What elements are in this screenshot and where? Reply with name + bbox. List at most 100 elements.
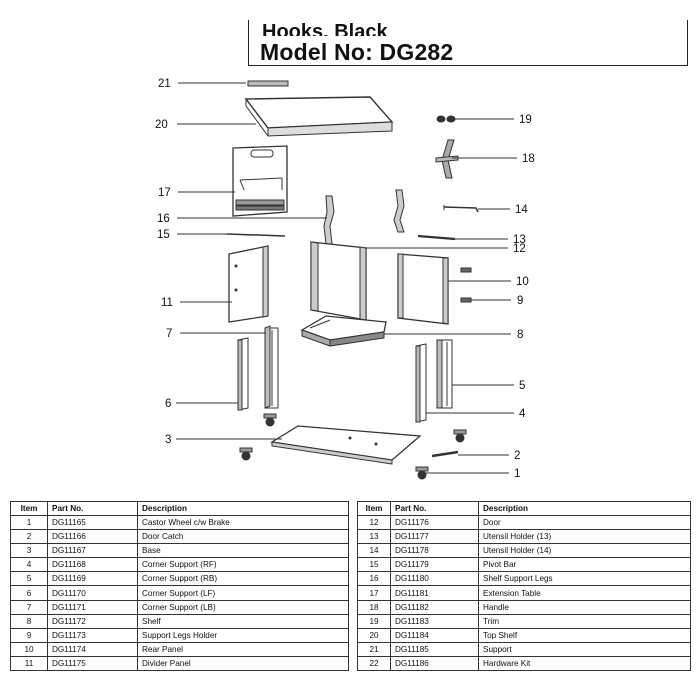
callout-14: 14: [515, 204, 528, 216]
part-handle: [435, 139, 459, 179]
cell-description: Utensil Holder (14): [478, 543, 691, 559]
cell-part-no: DG11168: [47, 557, 138, 573]
cell-part-no: DG11181: [390, 585, 479, 601]
callout-18: 18: [522, 153, 535, 165]
part-corner-support-lf: [237, 337, 249, 411]
cell-part-no: DG11180: [390, 571, 479, 587]
cell-item: 22: [357, 655, 391, 672]
part-pivot-bar: [226, 233, 286, 237]
cell-item: 14: [357, 543, 391, 559]
callout-21: 21: [158, 78, 171, 90]
cell-item: 4: [10, 557, 48, 573]
cell-description: Base: [137, 543, 349, 559]
part-rear-panel: [397, 253, 449, 325]
cell-part-no: DG11167: [47, 543, 138, 559]
callout-16: 16: [157, 213, 170, 225]
cell-part-no: DG11172: [47, 613, 138, 629]
part-support-legs-holder: [460, 267, 472, 303]
part-divider-panel: [228, 245, 269, 323]
cell-description: Corner Support (LB): [137, 599, 349, 615]
cell-item: 18: [357, 599, 391, 615]
cell-item: 11: [10, 655, 48, 672]
column-header-item: Item: [10, 501, 48, 516]
part-trim: [436, 115, 456, 123]
cell-item: 7: [10, 599, 48, 615]
cell-description: Castor Wheel c/w Brake: [137, 514, 349, 531]
table-header-row: Item Part No. Description: [357, 501, 691, 516]
cell-part-no: DG11185: [390, 641, 479, 657]
model-number-title: Model No: DG282: [260, 39, 454, 65]
table-header-row: Item Part No. Description: [10, 501, 349, 516]
callout-1: 1: [514, 468, 520, 480]
cell-part-no: DG11184: [390, 627, 479, 643]
cell-item: 13: [357, 529, 391, 545]
cell-item: 17: [357, 585, 391, 601]
cell-description: Support Legs Holder: [137, 627, 349, 643]
callout-9: 9: [517, 295, 523, 307]
column-header-part-no: Part No.: [47, 501, 138, 516]
part-base: [270, 425, 422, 465]
cell-description: Pivot Bar: [478, 557, 691, 573]
cell-description: Trim: [478, 613, 691, 629]
callout-19: 19: [519, 114, 532, 126]
cell-item: 20: [357, 627, 391, 643]
cell-item: 12: [357, 514, 391, 531]
cell-part-no: DG11175: [47, 655, 138, 672]
cell-description: Corner Support (RB): [137, 571, 349, 587]
cell-description: Corner Support (LF): [137, 585, 349, 601]
cell-item: 19: [357, 613, 391, 629]
cell-part-no: DG11177: [390, 529, 479, 545]
cell-item: 3: [10, 543, 48, 559]
cell-description: Top Shelf: [478, 627, 691, 643]
part-shelf-support-leg-left: [323, 195, 335, 245]
cell-part-no: DG11183: [390, 613, 479, 629]
column-header-item: Item: [357, 501, 391, 516]
header-cut-line: Hooks, Black: [262, 22, 388, 36]
callout-15: 15: [157, 229, 170, 241]
cell-description: Rear Panel: [137, 641, 349, 657]
cell-item: 15: [357, 557, 391, 573]
leader-lines: [176, 82, 517, 474]
callout-4: 4: [519, 408, 526, 420]
callout-8: 8: [517, 329, 523, 341]
part-castor-wheels: [239, 413, 467, 480]
part-door: [310, 241, 367, 321]
cell-part-no: DG11174: [47, 641, 138, 657]
cell-item: 5: [10, 571, 48, 587]
callout-13: 13: [513, 234, 526, 246]
cell-part-no: DG11186: [390, 655, 479, 672]
cell-part-no: DG11165: [47, 514, 138, 531]
cell-item: 10: [10, 641, 48, 657]
cell-item: 9: [10, 627, 48, 643]
cell-description: Utensil Holder (13): [478, 529, 691, 545]
cell-item: 8: [10, 613, 48, 629]
column-header-part-no: Part No.: [390, 501, 479, 516]
cell-description: Door: [478, 514, 691, 531]
cell-description: Shelf: [137, 613, 349, 629]
cell-description: Door Catch: [137, 529, 349, 545]
cell-description: Shelf Support Legs: [478, 571, 691, 587]
cell-description: Extension Table: [478, 585, 691, 601]
part-support: [247, 80, 289, 87]
cell-item: 6: [10, 585, 48, 601]
cell-part-no: DG11182: [390, 599, 479, 615]
exploded-parts-diagram: 21 20 17 16 15 11 7 6 3 19 18 14 13 12 1…: [155, 78, 535, 480]
cell-description: Hardware Kit: [478, 655, 691, 672]
cell-description: Handle: [478, 599, 691, 615]
